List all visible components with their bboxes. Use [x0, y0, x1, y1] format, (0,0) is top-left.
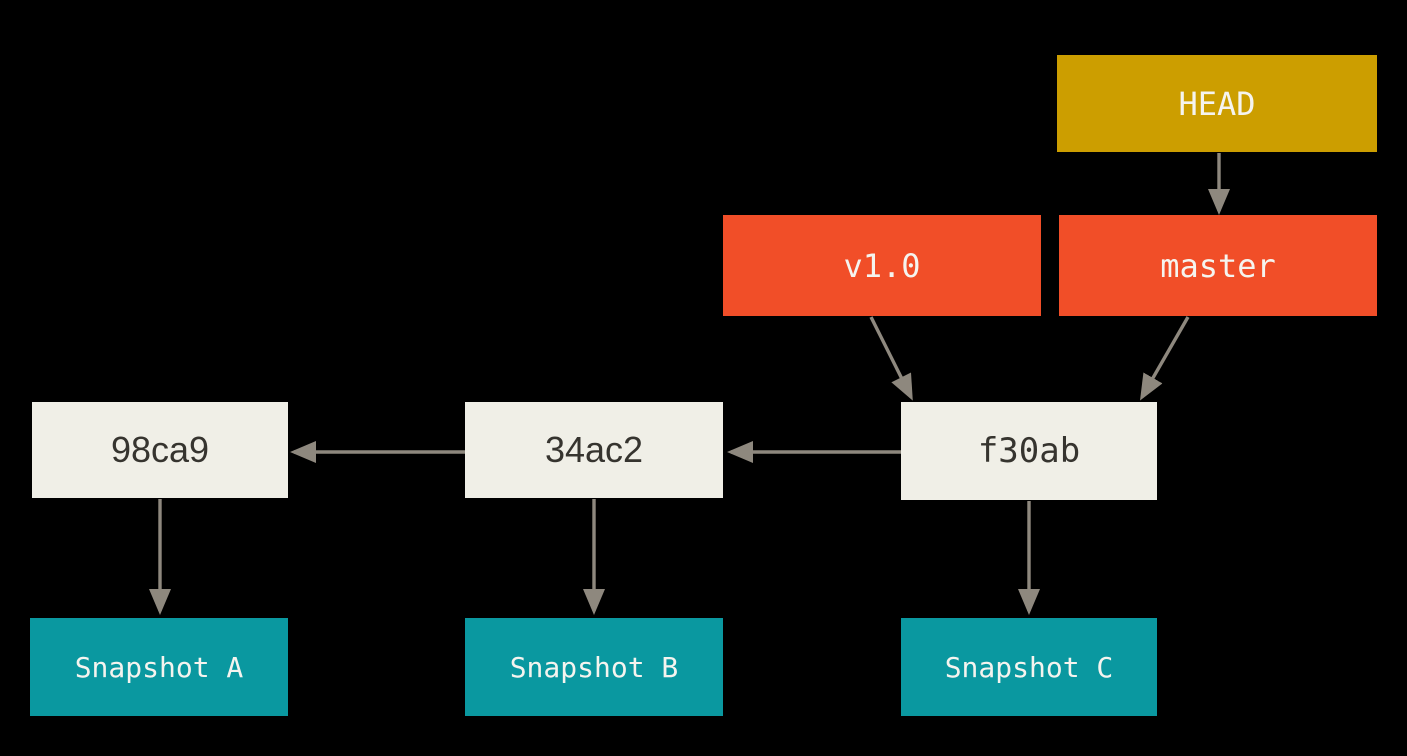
snapshot-c-box: Snapshot C: [901, 618, 1157, 716]
branch-master-box: master: [1059, 215, 1377, 316]
commit-34ac2-box: 34ac2: [465, 402, 723, 498]
snapshot-a-box: Snapshot A: [30, 618, 288, 716]
tag-v1.0-box: v1.0: [723, 215, 1041, 316]
edge-master-to-f30ab: [1140, 316, 1190, 401]
snapshot-b-box: Snapshot B: [465, 618, 723, 716]
edge-v1-to-f30ab: [869, 316, 913, 401]
commit-f30ab-box: f30ab: [901, 402, 1157, 500]
commit-98ca9-box: 98ca9: [32, 402, 288, 498]
head-pointer-box: HEAD: [1057, 55, 1377, 152]
